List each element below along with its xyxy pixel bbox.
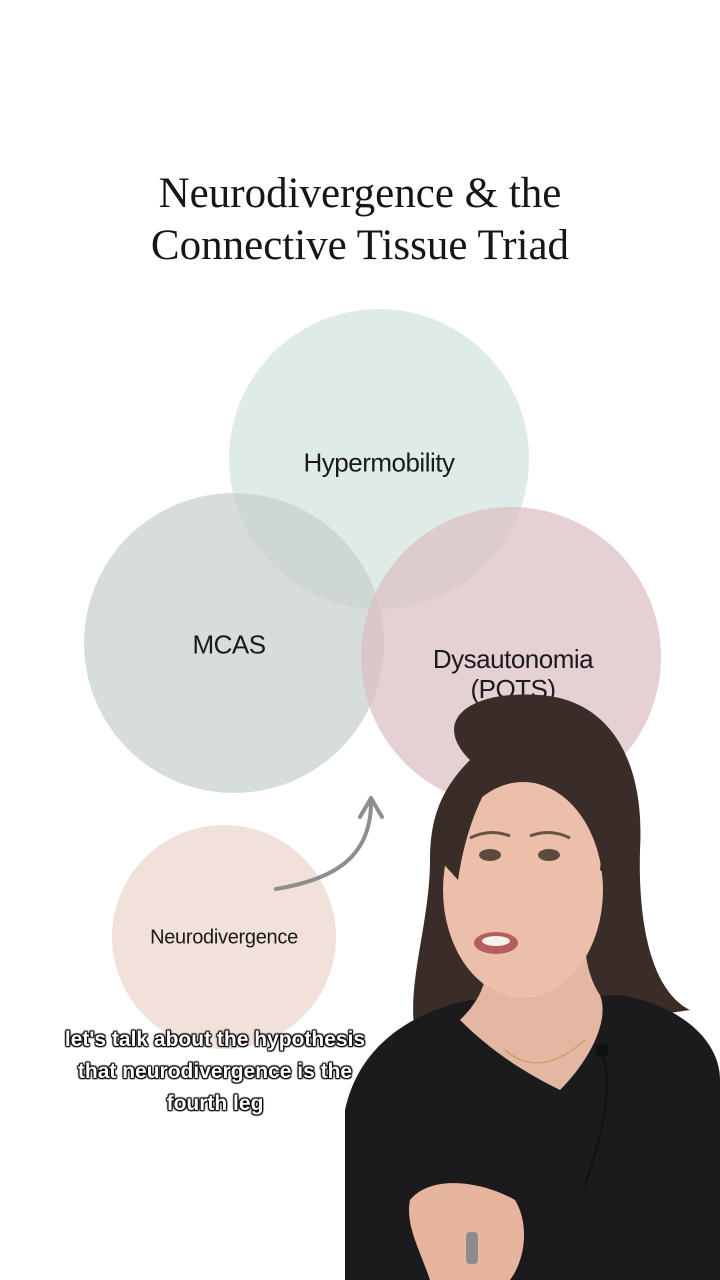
- title-line-1: Neurodivergence & the: [158, 170, 562, 217]
- hypermobility-label: Hypermobility: [303, 447, 456, 478]
- diagram-title: Neurodivergence & the Connective Tissue …: [0, 168, 720, 272]
- caption-line-2: that neurodivergence is the: [77, 1060, 353, 1083]
- neurodivergence-label: Neurodivergence: [150, 926, 298, 949]
- neurodivergence-circle: [112, 825, 336, 1049]
- caption-line-3: fourth leg: [166, 1092, 264, 1115]
- mcas-label: MCAS: [192, 629, 266, 660]
- caption-line-1: let's talk about the hypothesis: [64, 1028, 366, 1051]
- title-line-2: Connective Tissue Triad: [150, 222, 570, 269]
- dysautonomia-label-line-1: Dysautonomia: [432, 644, 594, 674]
- subtitle-caption: let's talk about the hypothesis that neu…: [60, 1024, 370, 1120]
- mcas-circle: [84, 493, 384, 793]
